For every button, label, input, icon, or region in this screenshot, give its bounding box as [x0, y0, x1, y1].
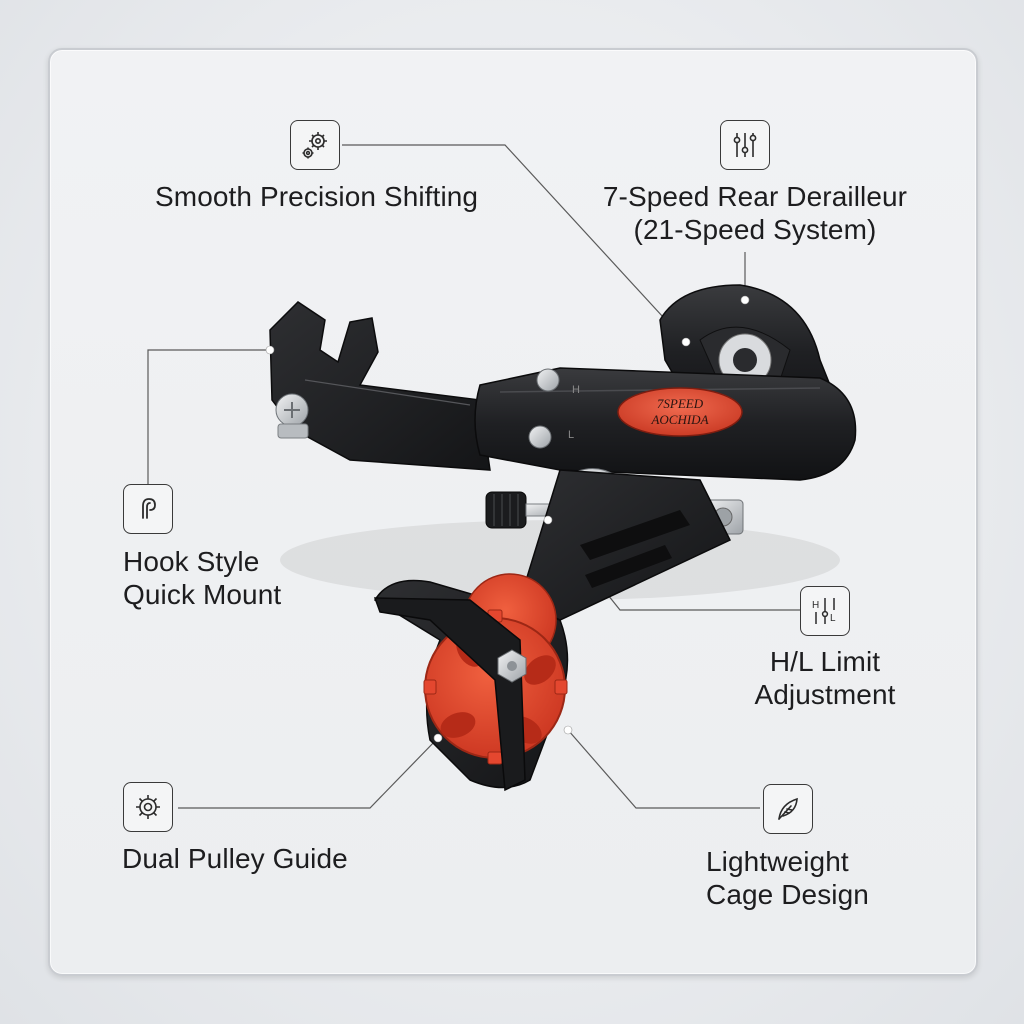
feature-cage-line1: Lightweight: [706, 846, 849, 877]
limit-screw-h: [536, 368, 560, 392]
top-plate-hole: [733, 348, 757, 372]
feature-pulley-label: Dual Pulley Guide: [122, 843, 348, 874]
feather-icon: [763, 784, 813, 834]
gear-icon: [123, 782, 173, 832]
svg-text:H: H: [812, 600, 819, 611]
feature-limit-line1: H/L Limit: [769, 646, 881, 677]
mount-nut: [277, 423, 309, 439]
badge-line1: 7SPEED: [657, 396, 704, 411]
hook-icon: [123, 484, 173, 534]
hook-mount-arm: [269, 301, 491, 471]
hl-limit-icon: H L: [800, 586, 850, 636]
anchor-cage: [563, 725, 573, 735]
anchor-pulley: [433, 733, 443, 743]
anchor-shifting: [681, 337, 691, 347]
brand-badge: [617, 387, 743, 437]
arm-highlight: [304, 379, 471, 406]
feature-speed-line2: (21-Speed System): [633, 214, 877, 245]
feature-limit-line2: Adjustment: [754, 679, 896, 710]
mark-h: H: [572, 384, 580, 396]
feature-cage-line2: Cage Design: [706, 879, 869, 910]
feature-limit-label: H/L Limit Adjustment: [720, 645, 930, 711]
feature-cage-label: Lightweight Cage Design: [706, 845, 869, 911]
link-slot-1: [580, 510, 690, 560]
anchor-speed: [740, 295, 750, 305]
feature-speed-label: 7-Speed Rear Derailleur (21-Speed System…: [590, 180, 920, 246]
barrel-adjuster: [485, 491, 527, 529]
anchor-mount: [265, 345, 275, 355]
feature-mount-label: Hook Style Quick Mount: [123, 545, 281, 611]
feature-shifting-label: Smooth Precision Shifting: [155, 181, 479, 212]
mount-bolt-cross: [284, 402, 300, 418]
feature-speed-line1: 7-Speed Rear Derailleur: [602, 181, 908, 212]
feature-mount-line1: Hook Style: [123, 546, 260, 577]
gears-icon: [290, 120, 340, 170]
limit-screw-l: [528, 425, 552, 449]
badge-line2: AOCHIDA: [650, 412, 708, 427]
pulley-bolt-center: [507, 661, 517, 671]
anchor-limit: [543, 515, 553, 525]
link-slot-2: [585, 545, 672, 588]
feature-mount-line2: Quick Mount: [123, 579, 282, 610]
svg-text:L: L: [830, 613, 836, 624]
sliders-icon: [720, 120, 770, 170]
barrel-knurl: [493, 494, 519, 526]
mark-l: L: [568, 429, 574, 441]
cage-front-plate: [373, 597, 526, 792]
